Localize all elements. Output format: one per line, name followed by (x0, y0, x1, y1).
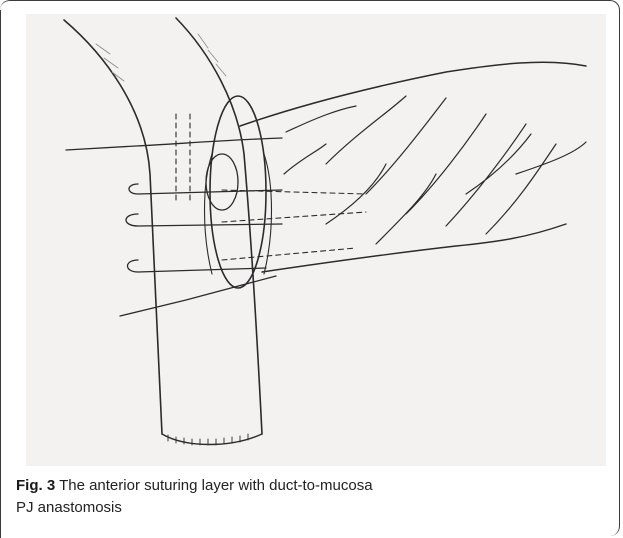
caption-text-line1: The anterior suturing layer with duct-to… (55, 477, 372, 494)
pancreas-upper-edge (240, 62, 586, 126)
figure-illustration (26, 14, 606, 466)
pancreas-tail (516, 142, 586, 174)
jejunum-outer-wall (64, 20, 162, 434)
pancreas-lower-edge (262, 224, 566, 272)
pancreas-texture (284, 96, 556, 244)
hidden-suture-1 (176, 114, 190, 204)
suture-4 (128, 260, 267, 272)
jejunum-inner-wall (176, 18, 262, 434)
figure-caption: Fig. 3 The anterior suturing layer with … (16, 475, 596, 519)
jejunum-end-stitches (168, 434, 248, 445)
anastomosis-sketch (26, 14, 606, 466)
jejunum-shading (96, 34, 226, 81)
jejunum-end (162, 434, 262, 445)
figure-label: Fig. 3 (16, 477, 55, 494)
suture-1 (66, 138, 282, 150)
suture-5 (120, 276, 276, 316)
figure-frame-left-edge (0, 10, 1, 538)
caption-text-line2: PJ anastomosis (16, 499, 122, 516)
